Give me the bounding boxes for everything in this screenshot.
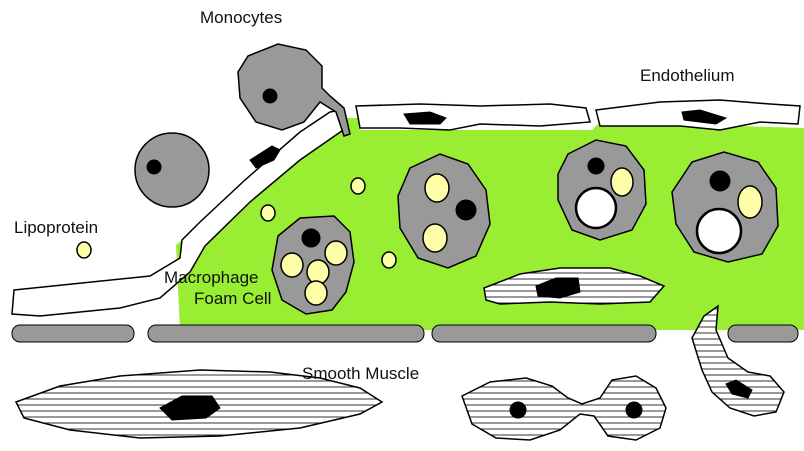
- foam-cell-2-lipid-2: [423, 224, 447, 252]
- endothelial-cell-top-1: [356, 104, 590, 130]
- label-foam-cell: Foam Cell: [194, 289, 271, 309]
- lipoprotein-particle-4: [382, 252, 396, 268]
- lipoprotein-particle-2: [261, 205, 275, 221]
- foam-cell-2-lipid-1: [425, 174, 449, 202]
- foam-cell-2-nucleus: [456, 200, 476, 220]
- elastic-lamina-segment-3: [432, 325, 656, 342]
- foam-cell-4-lipid-droplet: [697, 209, 741, 253]
- foam-cell-1-lipid-1: [281, 253, 303, 277]
- smooth-muscle-cell-2-nucleus-2: [626, 402, 642, 418]
- foam-cell-3-nucleus: [588, 158, 604, 174]
- foam-cell-4-lipid-1: [738, 186, 762, 218]
- label-smooth-muscle: Smooth Muscle: [302, 364, 419, 384]
- monocyte-transmigrating-nucleus: [263, 89, 277, 103]
- foam-cell-3-lipid-droplet: [576, 188, 616, 228]
- monocyte-adherent-nucleus: [147, 160, 161, 174]
- elastic-lamina-segment-4: [728, 325, 798, 342]
- label-macrophage: Macrophage: [164, 268, 259, 288]
- foam-cell-1-lipid-2: [325, 241, 347, 265]
- smooth-muscle-cell-2-nucleus-1: [510, 402, 526, 418]
- foam-cell-4-nucleus: [710, 171, 730, 191]
- label-monocytes: Monocytes: [200, 8, 282, 28]
- elastic-lamina-segment-2: [148, 325, 424, 342]
- label-lipoprotein: Lipoprotein: [14, 218, 98, 238]
- lipoprotein-particle-1: [77, 242, 91, 258]
- lipoprotein-particle-3: [351, 178, 365, 194]
- foam-cell-3-lipid-1: [611, 168, 633, 196]
- foam-cell-1-lipid-4: [305, 281, 327, 305]
- label-endothelium: Endothelium: [640, 66, 735, 86]
- foam-cell-1-nucleus: [302, 229, 320, 247]
- monocyte-adherent: [135, 133, 209, 207]
- elastic-lamina-segment-1: [12, 325, 134, 342]
- foam-cell-1-lipid-3: [307, 260, 329, 284]
